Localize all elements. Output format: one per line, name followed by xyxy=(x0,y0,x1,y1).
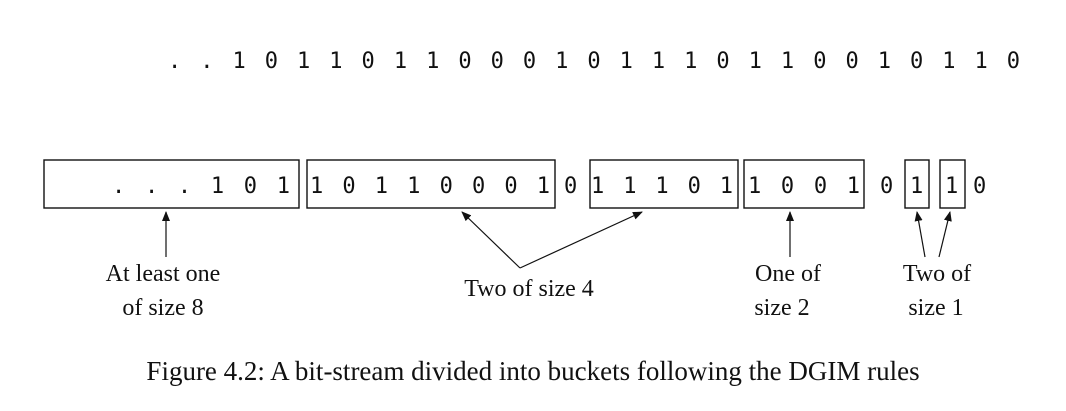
bucket-size-8-bits: . . . 1 0 1 xyxy=(112,174,290,199)
arrow-size-4-b xyxy=(519,211,643,269)
trailing-bit: 0 xyxy=(973,174,986,199)
bucket-size-1-b-box xyxy=(939,159,966,209)
bucket-size-1-a-bits: 1 xyxy=(910,174,923,199)
arrow-size-1-a xyxy=(914,211,926,258)
label-size-8-line1: At least one xyxy=(106,261,221,287)
bucket-size-1-b-bits: 1 xyxy=(945,174,958,199)
label-size-1-line2: size 1 xyxy=(908,295,963,321)
arrow-size-4-a xyxy=(461,211,521,269)
bucket-size-1-a-box xyxy=(904,159,930,209)
arrow-size-1-b xyxy=(938,211,952,258)
bucket-size-2-bits: 1 0 0 1 xyxy=(748,174,860,199)
bucket-size-4-b-bits: 1 1 1 0 1 xyxy=(591,174,733,199)
label-size-2-line2: size 2 xyxy=(754,295,809,321)
figure-caption: Figure 4.2: A bit-stream divided into bu… xyxy=(146,356,919,386)
bucket-size-4-a-box xyxy=(306,159,556,209)
separator-bit-2: 0 xyxy=(880,174,893,199)
bucket-size-4-b-box xyxy=(589,159,739,209)
bucket-size-8-box xyxy=(43,159,300,209)
label-size-4: Two of size 4 xyxy=(464,276,594,302)
label-size-1-line1: Two of xyxy=(903,261,971,287)
bucket-size-2-box xyxy=(743,159,865,209)
bit-stream: . . 1 0 1 1 0 1 1 0 0 0 1 0 1 1 1 0 1 1 … xyxy=(168,49,1020,74)
label-size-2-line1: One of xyxy=(755,261,821,287)
bucket-size-4-a-bits: 1 0 1 1 0 0 0 1 xyxy=(310,174,550,199)
separator-bit-1: 0 xyxy=(564,174,577,199)
label-size-8-line2: of size 8 xyxy=(122,295,203,321)
